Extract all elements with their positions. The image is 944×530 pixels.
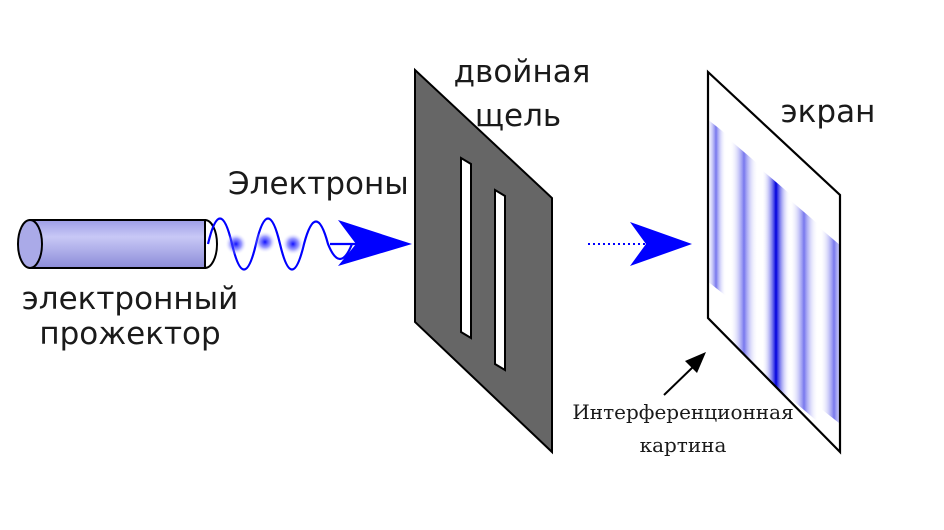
label-slit-line1: двойная [454, 54, 591, 90]
label-screen: экран [781, 94, 876, 130]
double-slit-icon [414, 67, 553, 455]
label-gun-line2: прожектор [39, 316, 220, 352]
label-electrons: Электроны [228, 166, 409, 202]
beam-arrow-icon [338, 220, 412, 266]
electron-wave-icon [206, 217, 370, 271]
slit-upper [460, 156, 472, 340]
electron-gun-icon [17, 219, 218, 269]
screen-icon [706, 69, 842, 455]
slit-lower [494, 188, 506, 372]
screen-arrow-icon [630, 222, 692, 266]
pattern-pointer-arrow-icon [685, 352, 706, 373]
label-pattern-line2: картина [640, 433, 727, 457]
label-gun-line1: электронный [22, 281, 239, 317]
pattern-pointer-line [663, 365, 695, 396]
label-pattern-line1: Интерференционная [572, 400, 793, 424]
interference-pattern [708, 118, 840, 430]
label-slit-line2: щель [475, 98, 561, 134]
